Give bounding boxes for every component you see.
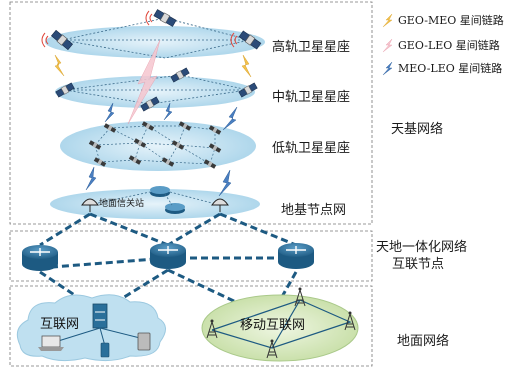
space-network-frame bbox=[9, 1, 373, 225]
tablet-icon bbox=[137, 332, 151, 351]
legend-geo-meo-icon bbox=[382, 13, 393, 28]
geo-meo-links bbox=[54, 54, 252, 78]
terrestrial-frame bbox=[9, 285, 373, 367]
legend-geo-leo-label: GEO-LEO 星间链路 bbox=[398, 39, 500, 52]
legend-meo-leo-label: MEO-LEO 星间链路 bbox=[398, 62, 503, 75]
leo-constellation-label: 低轨卫星星座 bbox=[272, 141, 351, 156]
integration-frame bbox=[9, 230, 373, 282]
legend-geo-meo-label: GEO-MEO 星间链路 bbox=[398, 14, 504, 27]
ground-node-network-label: 地基节点网 bbox=[281, 203, 347, 218]
leo-orbit-plane bbox=[60, 121, 256, 171]
legend-meo-leo-icon bbox=[382, 61, 393, 76]
integration-label: 天地一体化网络 bbox=[376, 240, 468, 255]
mobile-internet-label: 移动互联网 bbox=[240, 318, 306, 333]
internet-switch bbox=[92, 303, 108, 329]
terrestrial-network-label: 地面网络 bbox=[397, 334, 450, 349]
ground-node-plane bbox=[50, 189, 260, 219]
ground-station-dish bbox=[81, 198, 229, 212]
meo-orbit-plane bbox=[55, 76, 255, 108]
meo-leo-links bbox=[104, 102, 238, 131]
phone-icon bbox=[100, 342, 110, 358]
interconnect-node-label: 互联节点 bbox=[392, 257, 445, 272]
laptop-icon bbox=[38, 335, 64, 351]
integration-router bbox=[22, 243, 314, 271]
internet-label: 互联网 bbox=[40, 317, 80, 332]
ground-station-label: 地面信关站 bbox=[99, 199, 145, 209]
meo-constellation-label: 中轨卫星星座 bbox=[272, 90, 351, 105]
legend-geo-leo-icon bbox=[382, 38, 393, 53]
space-network-label: 天基网络 bbox=[391, 122, 444, 137]
ground-router bbox=[150, 186, 185, 214]
geo-orbit-plane bbox=[45, 26, 265, 58]
mobile-internet-area bbox=[201, 294, 359, 362]
geo-leo-link bbox=[127, 39, 161, 125]
geo-constellation-label: 高轨卫星星座 bbox=[272, 40, 351, 55]
